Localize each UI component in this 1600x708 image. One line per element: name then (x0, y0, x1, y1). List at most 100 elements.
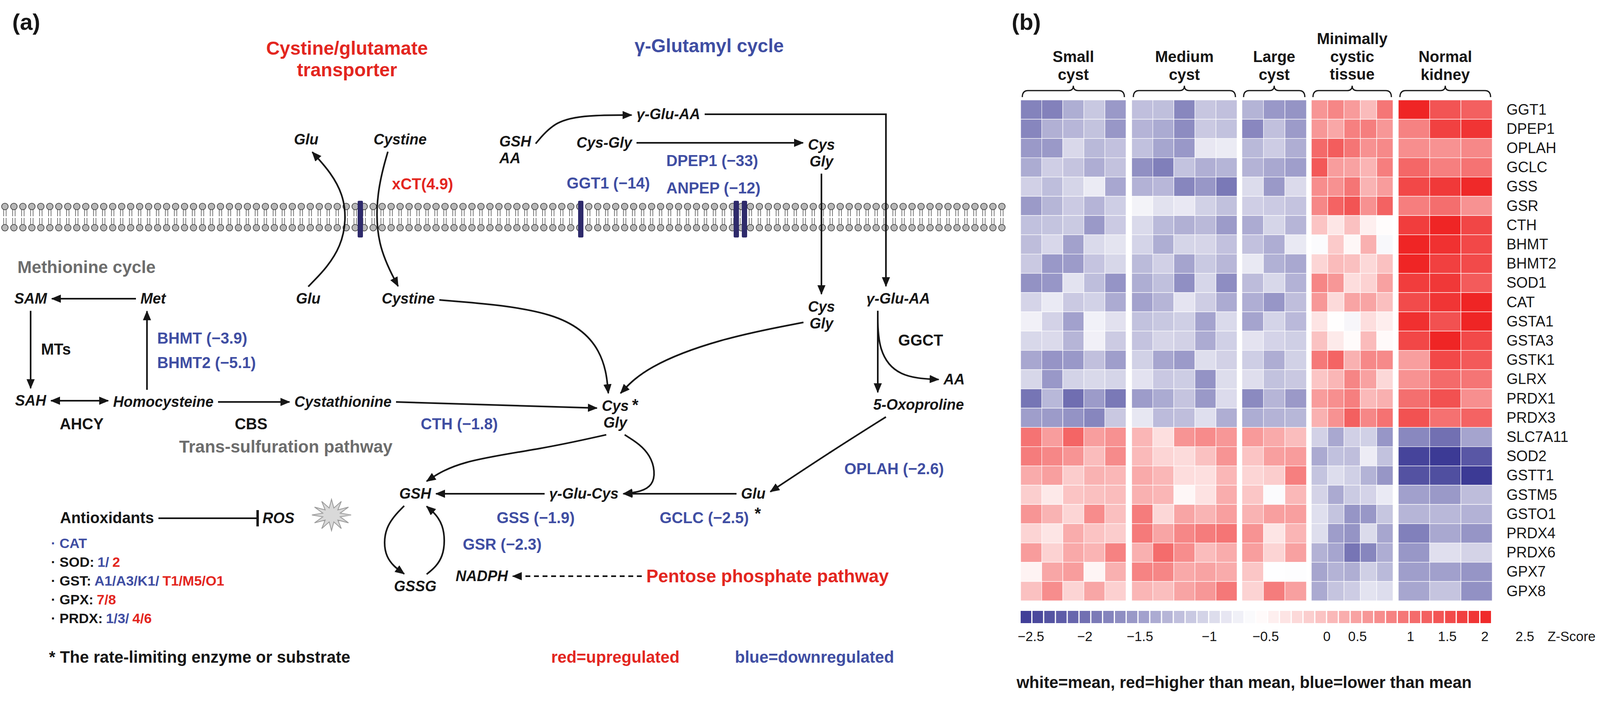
lipid-tail (290, 209, 292, 217)
heatmap-cell (1215, 157, 1238, 178)
heatmap-cell (1311, 119, 1328, 139)
heatmap-cell (1284, 273, 1307, 293)
heatmap-cell (1104, 273, 1127, 293)
heatmap-cell (1344, 523, 1361, 543)
heatmap-cell (1376, 466, 1394, 486)
heatmap-cell (1083, 447, 1106, 467)
lipid-tail (454, 209, 456, 217)
heatmap-cell (1327, 581, 1345, 601)
heatmap-cell (1376, 331, 1394, 351)
heatmap-cell (1311, 273, 1328, 293)
heatmap-cell (1131, 389, 1153, 409)
heatmap-cell (1284, 485, 1307, 505)
lipid-tail (416, 209, 418, 217)
lipid-head (1, 203, 9, 210)
metabolite-node: Cystine (371, 129, 429, 150)
lipid-tail (1000, 218, 1002, 225)
heatmap-cell (1327, 543, 1345, 563)
lipid-tail (140, 209, 142, 217)
lipid-head (774, 224, 781, 232)
lipid-head (172, 224, 179, 232)
lipid-head (100, 224, 107, 232)
tick-label: −1.5 (1126, 629, 1153, 645)
heatmap-cell (1104, 427, 1127, 447)
lipid-head (46, 203, 54, 210)
heatmap-cell (1327, 157, 1345, 178)
heatmap-cell (1041, 427, 1064, 447)
heatmap-cell (1398, 100, 1430, 120)
lipid-tail (497, 218, 499, 225)
lipid-tail (533, 209, 535, 217)
lipid-head (935, 224, 943, 232)
lipid-head (675, 224, 682, 232)
heatmap-cell (1460, 369, 1493, 390)
lipid-tail (793, 218, 795, 225)
heatmap-cell (1327, 119, 1345, 139)
heatmap-cell (1041, 408, 1064, 428)
heatmap-cell (1284, 311, 1307, 332)
lipid-head (594, 203, 601, 210)
lipid-tail (23, 218, 25, 225)
lipid-tail (605, 218, 606, 225)
lipid-tail (182, 209, 184, 217)
lipid-head (747, 224, 754, 232)
heatmap-cell (1398, 447, 1430, 467)
lipid-tail (928, 218, 930, 225)
lipid-tail (614, 209, 615, 217)
reaction-arrow (426, 434, 607, 482)
heatmap-cell (1344, 234, 1361, 254)
lipid-tail (748, 218, 750, 225)
lipid-tail (973, 209, 975, 217)
lipid-tail (814, 209, 815, 217)
label-text: * The rate-limiting enzyme or substrate (48, 647, 351, 667)
lipid-head (926, 224, 934, 232)
lipid-head (423, 203, 431, 210)
lipid-tail (418, 209, 420, 217)
heatmap-cell (1215, 119, 1238, 139)
lipid-tail (146, 218, 148, 225)
lipid-tail (685, 209, 687, 217)
heatmap-cell (1398, 504, 1430, 524)
lipid-head (495, 224, 503, 232)
metabolite-node: GSH (397, 484, 434, 504)
heatmap-cell (1398, 215, 1430, 235)
lipid-tail (102, 218, 103, 225)
heatmap-cell (1062, 581, 1084, 601)
heatmap-cell (1344, 254, 1361, 274)
heatmap-cell (1460, 331, 1493, 351)
heatmap-cell (1360, 311, 1377, 332)
lipid-tail (865, 218, 867, 225)
heatmap-cell (1083, 523, 1106, 543)
lipid-tail (775, 209, 777, 217)
heatmap-cell (1263, 157, 1286, 178)
lipid-tail (784, 218, 786, 225)
heatmap-cell (1429, 100, 1462, 120)
label-text: GGT1 (−14) (566, 174, 650, 193)
lipid-head (612, 203, 619, 210)
heatmap-cell (1360, 292, 1377, 312)
lipid-tail (993, 209, 995, 217)
lipid-tail (778, 218, 779, 225)
lipid-tail (263, 218, 265, 225)
heatmap-cell (1398, 581, 1430, 601)
heatmap-cell (1398, 523, 1430, 543)
heatmap-cell (1327, 273, 1345, 293)
lipid-tail (640, 209, 642, 217)
heatmap-cell (1429, 485, 1462, 505)
reaction-arrow (770, 417, 886, 492)
colorbar-block (1291, 611, 1303, 624)
heatmap-cell (1173, 427, 1195, 447)
heatmap-cell (1194, 292, 1217, 312)
antioxidant-text: 1/ (97, 554, 110, 571)
heatmap-cell (1152, 157, 1175, 178)
heatmap-cell (1263, 369, 1286, 390)
heatmap-cell (1215, 234, 1238, 254)
lipid-tail (284, 218, 285, 225)
lipid-tail (1002, 209, 1004, 217)
lipid-tail (569, 209, 570, 217)
lipid-tail (290, 218, 292, 225)
heatmap-cell (1429, 543, 1462, 563)
node-text: 5-Oxoproline (873, 396, 964, 414)
node-text: Cys Gly (601, 397, 629, 432)
